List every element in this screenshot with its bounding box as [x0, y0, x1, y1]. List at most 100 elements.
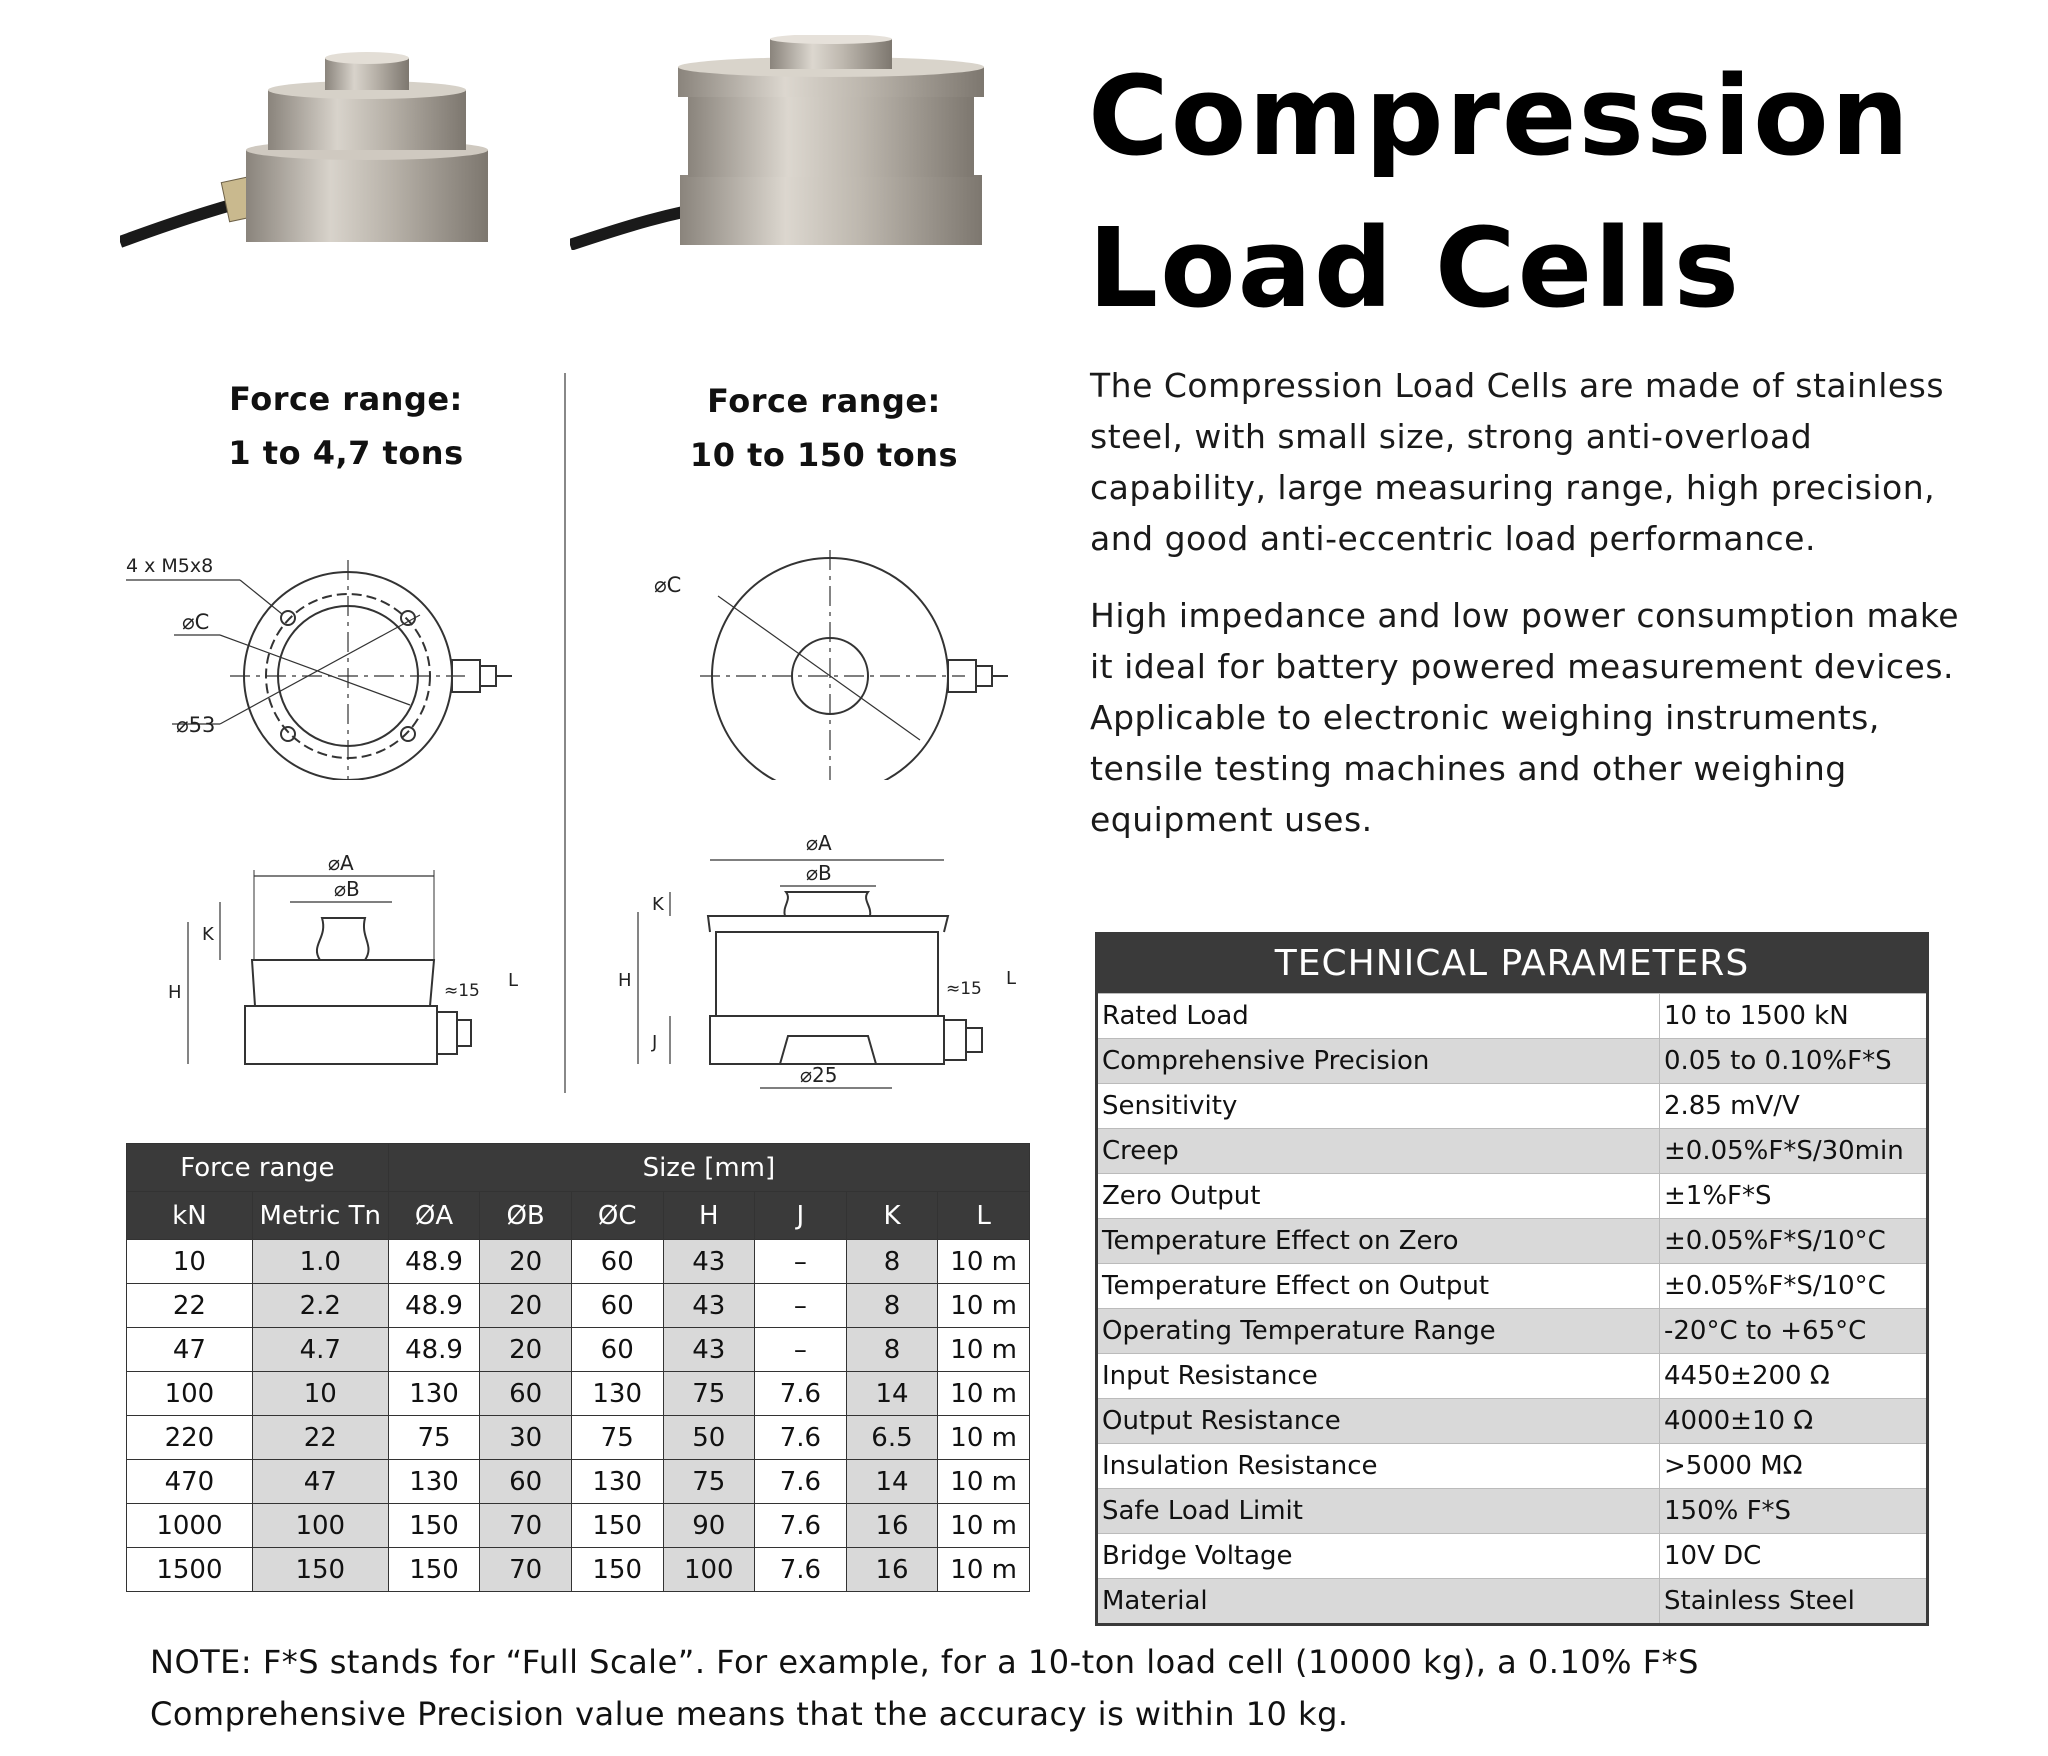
- table-cell: 60: [479, 1459, 572, 1504]
- parameter-name: Insulation Resistance: [1098, 1443, 1660, 1489]
- label-phi-b: ⌀B: [806, 861, 832, 885]
- table-cell: 10 m: [937, 1371, 1030, 1416]
- table-cell: 60: [570, 1283, 664, 1328]
- table-cell: 10 m: [937, 1239, 1030, 1284]
- label-j: J: [651, 1032, 657, 1053]
- parameter-name: Safe Load Limit: [1098, 1488, 1660, 1534]
- force-range-small: Force range: 1 to 4,7 tons: [146, 372, 546, 480]
- parameter-row: Temperature Effect on Zero±0.05%F*S/10°C: [1098, 1218, 1926, 1264]
- force-range-value: 10 to 150 tons: [689, 436, 959, 474]
- parameter-value: Stainless Steel: [1659, 1578, 1926, 1623]
- label-k: K: [202, 924, 215, 945]
- size-table-header-cell: ØA: [387, 1191, 481, 1240]
- parameter-row: Temperature Effect on Output±0.05%F*S/10…: [1098, 1263, 1926, 1309]
- label-phi-c: ⌀C: [182, 610, 209, 634]
- table-cell: –: [754, 1239, 847, 1284]
- parameter-value: 4000±10 Ω: [1659, 1398, 1926, 1444]
- parameter-name: Operating Temperature Range: [1098, 1308, 1660, 1354]
- parameter-value: ±1%F*S: [1659, 1173, 1926, 1219]
- table-cell: 47: [251, 1459, 389, 1504]
- table-cell: 7.6: [754, 1415, 847, 1460]
- force-range-value: 1 to 4,7 tons: [228, 434, 464, 472]
- parameter-name: Creep: [1098, 1128, 1660, 1174]
- table-cell: 10: [126, 1239, 253, 1284]
- parameter-name: Temperature Effect on Output: [1098, 1263, 1660, 1309]
- table-cell: 47: [126, 1327, 253, 1372]
- table-cell: 150: [251, 1547, 389, 1592]
- table-cell: 10 m: [937, 1459, 1030, 1504]
- label-approx15: ≈15: [946, 979, 982, 999]
- table-cell: 1.0: [251, 1239, 389, 1284]
- table-cell: 90: [662, 1503, 756, 1548]
- parameter-name: Material: [1098, 1578, 1660, 1623]
- table-cell: 150: [570, 1547, 664, 1592]
- table-cell: 14: [845, 1371, 939, 1416]
- size-table-header-cell: L: [937, 1191, 1030, 1240]
- title-line-2: Load Cells: [1088, 204, 1742, 332]
- table-cell: 48.9: [387, 1239, 481, 1284]
- table-cell: 8: [845, 1239, 939, 1284]
- parameter-value: 0.05 to 0.10%F*S: [1659, 1038, 1926, 1084]
- parameter-row: Operating Temperature Range-20°C to +65°…: [1098, 1308, 1926, 1354]
- label-approx15: ≈15: [444, 981, 480, 1001]
- load-cell-photo-small: [120, 52, 488, 248]
- size-table-header-cell: ØB: [479, 1191, 572, 1240]
- table-cell: 8: [845, 1327, 939, 1372]
- drawing-top-view-large: ⌀C: [654, 550, 1008, 780]
- parameter-value: 10 to 1500 kN: [1659, 993, 1926, 1039]
- parameter-value: 150% F*S: [1659, 1488, 1926, 1534]
- parameter-value: 10V DC: [1659, 1533, 1926, 1579]
- parameter-row: Insulation Resistance>5000 MΩ: [1098, 1443, 1926, 1489]
- table-cell: 10 m: [937, 1503, 1030, 1548]
- parameter-name: Sensitivity: [1098, 1083, 1660, 1129]
- force-range-label: Force range:: [707, 382, 941, 420]
- label-phi-53: ⌀53: [176, 713, 215, 737]
- label-phi-a: ⌀A: [806, 831, 832, 855]
- table-cell: 100: [662, 1547, 756, 1592]
- title-line-1: Compression: [1088, 52, 1912, 180]
- size-table-header-cell: K: [845, 1191, 939, 1240]
- table-cell: 48.9: [387, 1327, 481, 1372]
- table-cell: 70: [479, 1503, 572, 1548]
- label-holes: 4 x M5x8: [126, 555, 213, 577]
- table-cell: 75: [662, 1371, 756, 1416]
- table-cell: 6.5: [845, 1415, 939, 1460]
- table-cell: 70: [479, 1547, 572, 1592]
- table-cell: 10 m: [937, 1327, 1030, 1372]
- table-cell: 100: [251, 1503, 389, 1548]
- table-cell: 22: [251, 1415, 389, 1460]
- table-cell: 30: [479, 1415, 572, 1460]
- parameter-name: Bridge Voltage: [1098, 1533, 1660, 1579]
- parameter-row: Creep±0.05%F*S/30min: [1098, 1128, 1926, 1174]
- parameter-value: -20°C to +65°C: [1659, 1308, 1926, 1354]
- table-cell: 75: [570, 1415, 664, 1460]
- table-cell: 100: [126, 1371, 253, 1416]
- table-cell: –: [754, 1283, 847, 1328]
- size-table-header-cell: kN: [126, 1191, 253, 1240]
- table-cell: 60: [570, 1327, 664, 1372]
- size-table-header-cell: J: [754, 1191, 847, 1240]
- label-phi-b: ⌀B: [334, 877, 360, 901]
- table-cell: 7.6: [754, 1547, 847, 1592]
- table-cell: 150: [387, 1547, 481, 1592]
- size-table-header-cell: Metric Tn: [251, 1191, 389, 1240]
- label-l: L: [508, 970, 518, 991]
- table-cell: –: [754, 1327, 847, 1372]
- table-cell: 75: [662, 1459, 756, 1504]
- table-cell: 7.6: [754, 1459, 847, 1504]
- table-cell: 43: [662, 1239, 756, 1284]
- parameter-name: Temperature Effect on Zero: [1098, 1218, 1660, 1264]
- table-cell: 20: [479, 1283, 572, 1328]
- label-h: H: [618, 970, 632, 991]
- parameter-value: >5000 MΩ: [1659, 1443, 1926, 1489]
- table-cell: 16: [845, 1503, 939, 1548]
